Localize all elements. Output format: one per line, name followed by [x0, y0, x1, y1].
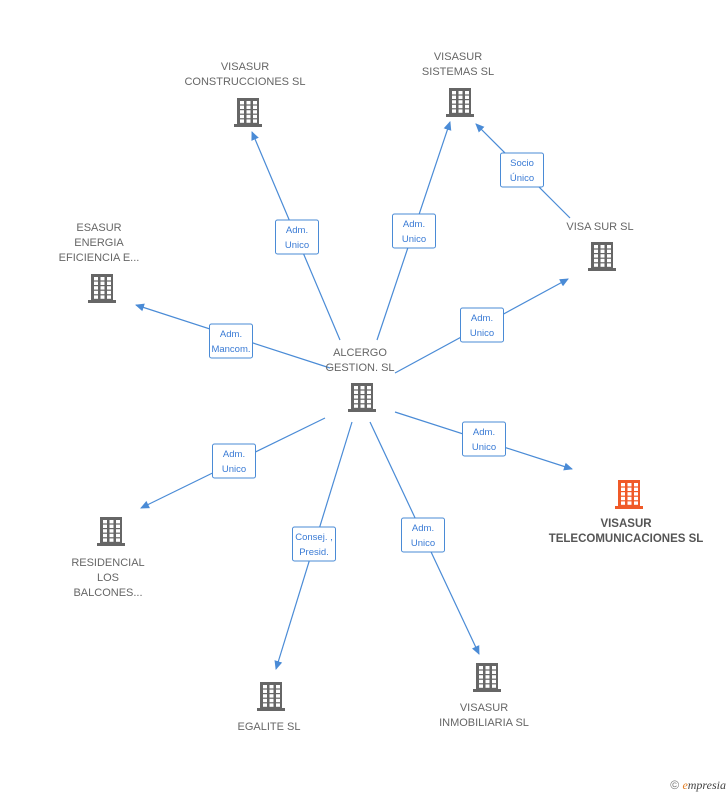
copyright-symbol: © — [670, 778, 680, 792]
role-label-text: Adm. — [403, 219, 425, 230]
company-name-line: CONSTRUCCIONES SL — [184, 76, 305, 88]
role-label-text: Presid. — [299, 547, 329, 558]
role-label-text: Adm. — [471, 313, 493, 324]
company-node-construcciones[interactable]: VISASUR CONSTRUCCIONES SL — [184, 61, 306, 127]
role-label-box[interactable] — [292, 526, 336, 562]
role-label-box[interactable] — [500, 152, 544, 188]
company-name-line: GESTION. SL — [325, 362, 394, 374]
company-name-line: ESASUR — [76, 222, 121, 234]
role-label-text: Mancom. — [211, 344, 250, 355]
building-icon — [234, 98, 262, 127]
company-node-egalite[interactable]: EGALITE SL — [238, 682, 301, 733]
edge-to-residencial: Adm. Unico — [140, 417, 326, 509]
role-label-text: Adm. — [220, 329, 242, 340]
role-label-text: Unico — [402, 234, 426, 245]
company-name-line: VISASUR — [221, 61, 269, 73]
building-icon — [588, 242, 616, 271]
company-name-line: ENERGIA — [74, 237, 124, 249]
company-name-line: LOS — [97, 572, 119, 584]
company-node-esasur[interactable]: ESASUR ENERGIA EFICIENCIA E... — [59, 222, 140, 303]
company-name-line: RESIDENCIAL — [71, 557, 144, 569]
role-label-box[interactable] — [462, 421, 506, 457]
role-label-box[interactable] — [460, 307, 504, 343]
company-node-residencial[interactable]: RESIDENCIAL LOS BALCONES... — [71, 517, 145, 599]
company-name-line: ALCERGO — [333, 347, 387, 359]
nodes-layer: ALCERGO GESTION. SL VISASUR CONSTRUCCIONES … — [59, 51, 704, 733]
edge-to-egalite: Consej. , Presid. — [274, 421, 353, 670]
company-node-sistemas[interactable]: VISASUR SISTEMAS SL — [422, 51, 494, 117]
building-icon — [97, 517, 125, 546]
edge-to-esasur: Adm. Mancom. — [135, 303, 331, 369]
company-node-alcergo[interactable]: ALCERGO GESTION. SL — [325, 347, 395, 412]
role-label-box[interactable] — [392, 213, 436, 249]
company-node-telecom[interactable]: VISASUR TELECOMUNICACIONES SL — [549, 480, 704, 545]
edge-to-construcciones: Adm. Unico — [251, 131, 341, 341]
edge-to-visasursl: Adm. Unico — [394, 278, 569, 374]
edge-to-telecom: Adm. Unico — [394, 411, 573, 471]
edge-to-inmobiliaria: Adm. Unico — [369, 421, 480, 655]
role-label-text: Unico — [222, 464, 246, 475]
building-icon — [446, 88, 474, 117]
role-label-text: Único — [510, 173, 534, 184]
company-node-visasur-sl[interactable]: VISA SUR SL — [566, 221, 634, 271]
company-name-line: VISASUR — [600, 518, 652, 530]
company-name-line: VISA SUR SL — [566, 221, 633, 233]
company-name-line: BALCONES... — [73, 587, 142, 599]
building-icon — [615, 480, 643, 509]
edge-to-sistemas: Adm. Unico — [376, 121, 452, 341]
company-name-line: EFICIENCIA E... — [59, 252, 140, 264]
company-node-inmobiliaria[interactable]: VISASUR INMOBILIARIA SL — [439, 663, 529, 729]
role-label-box[interactable] — [401, 517, 445, 553]
role-label-box[interactable] — [212, 443, 256, 479]
role-label-box[interactable] — [209, 323, 253, 359]
building-icon — [88, 274, 116, 303]
role-label-text: Adm. — [286, 225, 308, 236]
role-label-text: Consej. , — [295, 532, 333, 543]
footer-brand: © empresia — [670, 778, 726, 793]
role-label-text: Unico — [470, 328, 494, 339]
role-label-text: Unico — [411, 538, 435, 549]
building-icon — [257, 682, 285, 711]
role-label-text: Adm. — [412, 523, 434, 534]
role-label-text: Unico — [285, 240, 309, 251]
company-name-line: VISASUR — [460, 702, 508, 714]
company-name-line: INMOBILIARIA SL — [439, 717, 529, 729]
building-icon — [348, 383, 376, 412]
building-icon — [473, 663, 501, 692]
company-name-line: VISASUR — [434, 51, 482, 63]
brand-name: mpresia — [687, 778, 726, 792]
company-name-line: EGALITE SL — [238, 721, 301, 733]
role-label-box[interactable] — [275, 219, 319, 255]
role-label-text: Socio — [510, 158, 534, 169]
company-name-line: SISTEMAS SL — [422, 66, 494, 78]
brand-initial: e — [682, 778, 688, 792]
role-label-text: Unico — [472, 442, 496, 453]
company-name-line: TELECOMUNICACIONES SL — [549, 533, 704, 545]
edges-layer: Adm.UnicoAdm.UnicoSocioÚnicoAdm.UnicoAdm… — [135, 121, 573, 670]
role-label-text: Adm. — [223, 449, 245, 460]
role-label-text: Adm. — [473, 427, 495, 438]
